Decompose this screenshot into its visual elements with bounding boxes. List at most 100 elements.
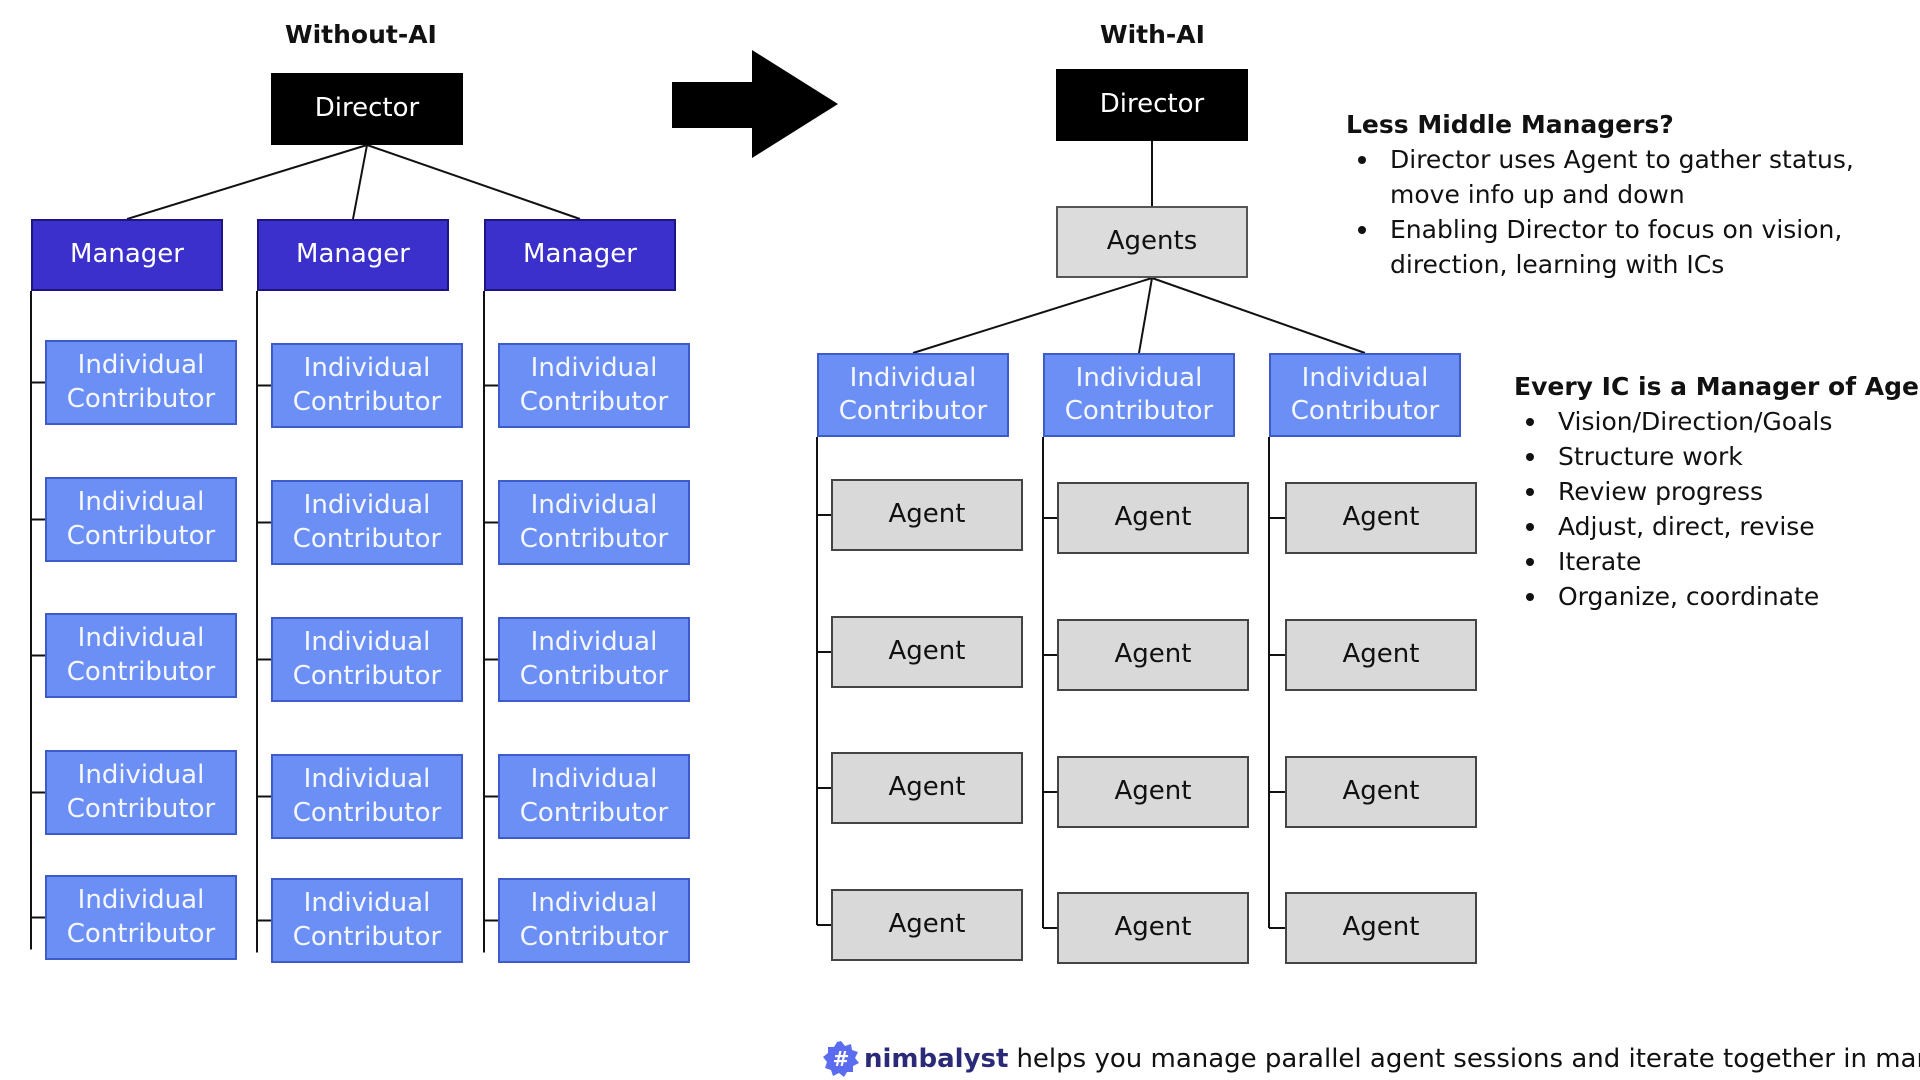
individual-contributor-box-label: Individual <box>77 623 205 654</box>
manager-box: Manager <box>484 219 676 291</box>
individual-contributor-box-label: Individual <box>303 627 431 658</box>
individual-contributor-box-label: Contributor <box>519 386 669 417</box>
agent-box: Agent <box>831 479 1023 551</box>
brand-name: nimbalyst <box>864 1044 1009 1074</box>
individual-contributor-box-label: Individual <box>530 764 658 795</box>
agents-hub-box: Agents <box>1056 206 1248 278</box>
individual-contributor-box-label: Contributor <box>66 793 216 824</box>
agent-box-label: Agent <box>888 772 966 803</box>
manager-box-label: Manager <box>296 239 410 270</box>
manager-box-label: Manager <box>70 239 184 270</box>
agent-box: Agent <box>1285 756 1477 828</box>
individual-contributor-box-label: Contributor <box>1064 396 1214 426</box>
individual-contributor-box-label: Individual <box>530 627 658 658</box>
director-box: Director <box>271 73 463 145</box>
director-box-label: Director <box>1099 89 1205 120</box>
individual-contributor-box-label: Contributor <box>292 921 442 952</box>
director-manager-connector <box>126 144 368 220</box>
agent-box-label: Agent <box>1114 776 1192 807</box>
individual-contributor-box-label: Individual <box>303 490 431 521</box>
agent-box-label: Agent <box>1342 639 1420 670</box>
agent-box: Agent <box>1285 892 1477 964</box>
agent-box: Agent <box>1057 892 1249 964</box>
agent-box-label: Agent <box>1114 639 1192 670</box>
individual-contributor-box-label: Individual <box>530 490 658 521</box>
every-ic-bullet: Adjust, direct, revise <box>1514 509 1904 544</box>
individual-contributor-box-label: Contributor <box>519 660 669 691</box>
less-managers-title: Less Middle Managers? <box>1346 110 1674 139</box>
individual-contributor-box-label: Contributor <box>838 396 988 426</box>
individual-contributor-box-label: Individual <box>1075 362 1203 393</box>
individual-contributor-box-label: Contributor <box>292 660 442 691</box>
individual-contributor-box-label: Contributor <box>292 523 442 554</box>
manager-box: Manager <box>31 219 223 291</box>
agent-box: Agent <box>1285 482 1477 554</box>
individual-contributor-box-label: Contributor <box>66 918 216 949</box>
agent-box-label: Agent <box>1342 776 1420 807</box>
agent-box-label: Agent <box>888 636 966 667</box>
director-box: Director <box>1056 69 1248 141</box>
hash-badge-icon: # <box>823 1041 859 1077</box>
every-ic-bullet: Vision/Direction/Goals <box>1514 404 1904 439</box>
less-managers-bullet: Director uses Agent to gather status, mo… <box>1346 142 1876 212</box>
agent-box: Agent <box>831 889 1023 961</box>
individual-contributor-box-label: Individual <box>530 888 658 919</box>
with-ai-heading: With-AI <box>1100 20 1205 49</box>
agents-hub-box-label: Agents <box>1106 226 1198 257</box>
individual-contributor-box-label: Individual <box>1301 362 1429 393</box>
manager-box: Manager <box>257 219 449 291</box>
agent-box: Agent <box>1057 756 1249 828</box>
individual-contributor-box-label: Individual <box>77 487 205 518</box>
individual-contributor-box-label: Individual <box>77 885 205 916</box>
individual-contributor-box-label: Contributor <box>519 921 669 952</box>
hub-ic-connector <box>912 277 1153 354</box>
right-arrow-icon <box>672 50 838 158</box>
individual-contributor-box-label: Contributor <box>292 797 442 828</box>
director-box-label: Director <box>314 93 420 124</box>
director-manager-connector <box>352 144 368 220</box>
every-ic-title: Every IC is a Manager of Agents: <box>1514 372 1920 401</box>
individual-contributor-box-label: Contributor <box>66 656 216 687</box>
individual-contributor-box-label: Contributor <box>292 386 442 417</box>
every-ic-list: Vision/Direction/Goals Structure work Re… <box>1514 404 1904 614</box>
agent-box-label: Agent <box>888 499 966 530</box>
individual-contributor-box-label: Contributor <box>519 797 669 828</box>
every-ic-bullet: Review progress <box>1514 474 1904 509</box>
every-ic-bullet: Structure work <box>1514 439 1904 474</box>
every-ic-bullet: Organize, coordinate <box>1514 579 1904 614</box>
individual-contributor-box-label: Contributor <box>519 523 669 554</box>
footer: # nimbalyst helps you manage parallel ag… <box>822 1040 1920 1078</box>
agent-box-label: Agent <box>1114 502 1192 533</box>
individual-contributor-box-label: Contributor <box>1290 396 1440 426</box>
individual-contributor-box-label: Individual <box>303 764 431 795</box>
less-managers-bullet: Enabling Director to focus on vision, di… <box>1346 212 1876 282</box>
agent-box: Agent <box>831 616 1023 688</box>
individual-contributor-box-label: Individual <box>849 362 977 393</box>
agent-box: Agent <box>1057 619 1249 691</box>
individual-contributor-box-label: Individual <box>303 888 431 919</box>
agent-box-label: Agent <box>1342 502 1420 533</box>
individual-contributor-box-label: Individual <box>77 760 205 791</box>
individual-contributor-box-label: Individual <box>530 353 658 384</box>
less-managers-list: Director uses Agent to gather status, mo… <box>1346 142 1876 282</box>
every-ic-bullet: Iterate <box>1514 544 1904 579</box>
agent-box-label: Agent <box>888 909 966 940</box>
agent-box-label: Agent <box>1342 912 1420 943</box>
agent-box: Agent <box>831 752 1023 824</box>
manager-box-label: Manager <box>523 239 637 270</box>
